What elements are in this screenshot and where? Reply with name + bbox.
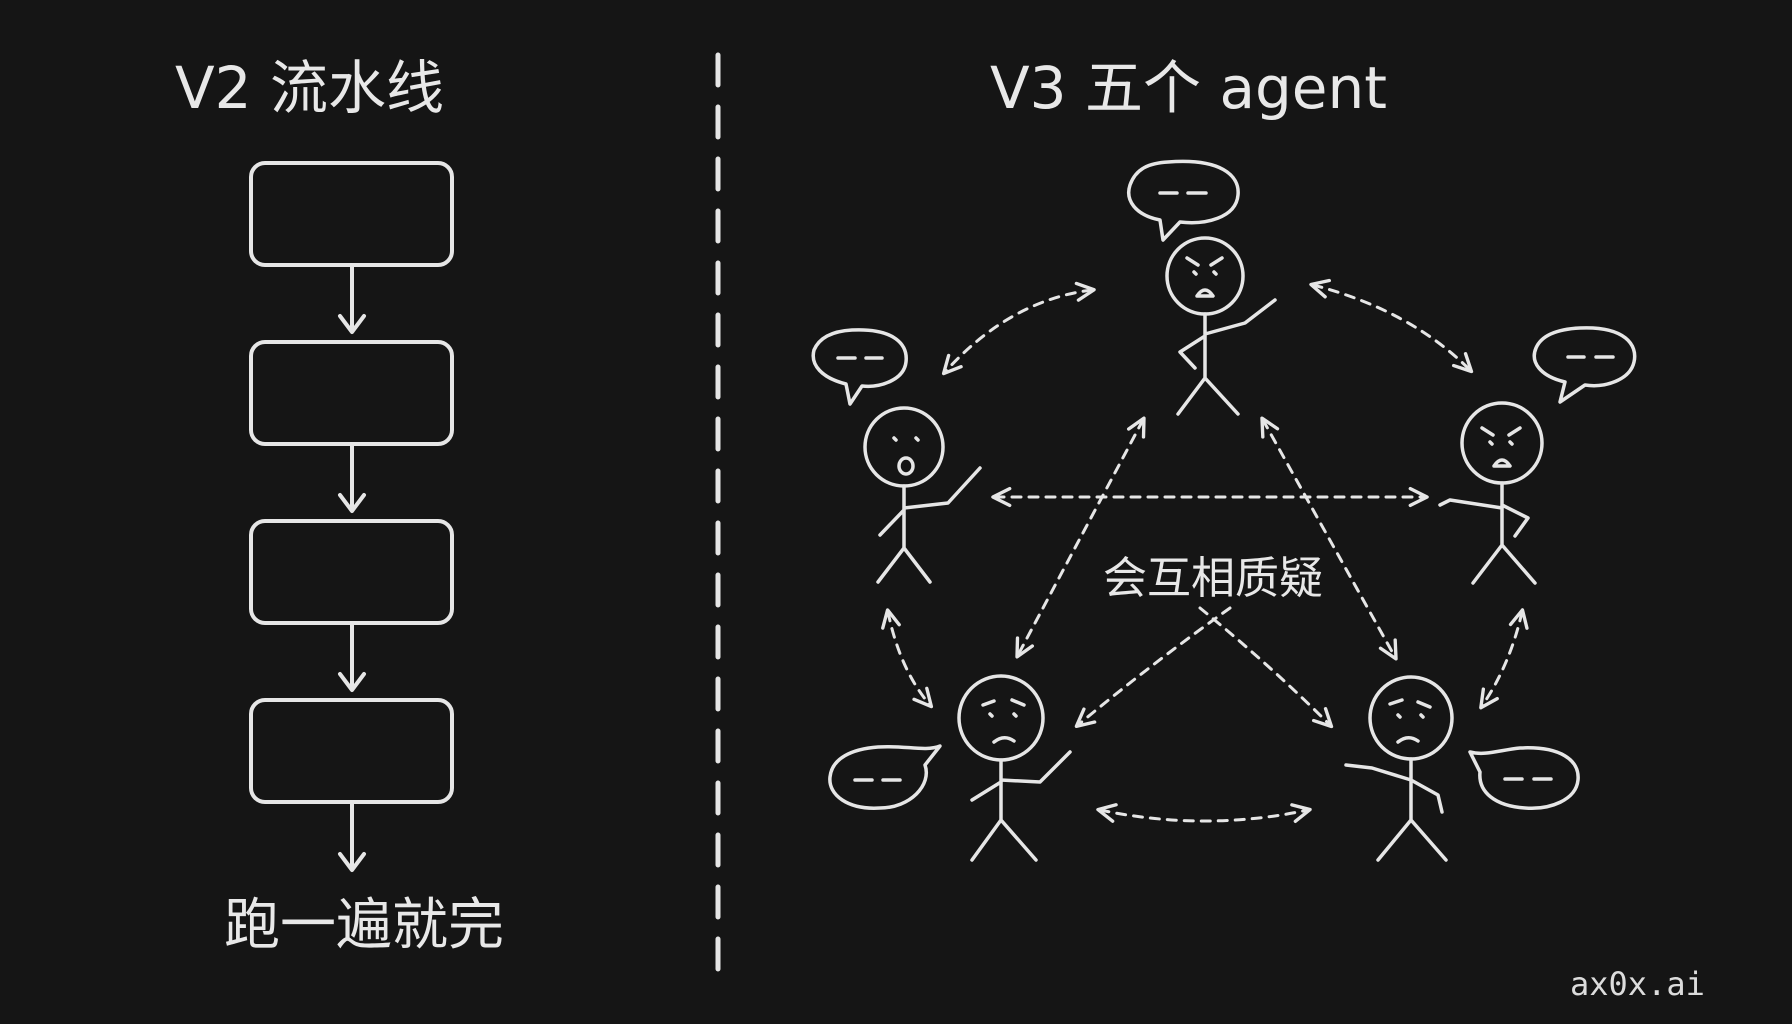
left-caption: 跑一遍就完 (224, 893, 504, 958)
agent-top (1127, 159, 1277, 416)
speech-bubble (811, 328, 908, 406)
arrow-top-right (1309, 278, 1474, 374)
agent-head (1165, 236, 1245, 316)
agent-head (1368, 675, 1454, 761)
pipeline-arrow-1 (338, 264, 366, 334)
arrow-top-bottomleft (1015, 416, 1146, 659)
agent-arrows (881, 278, 1529, 823)
agent-right (1438, 326, 1637, 585)
pipeline-arrow-2 (338, 443, 366, 513)
pipeline-step-2 (249, 340, 454, 446)
speech-bubble (1468, 746, 1580, 810)
agent-head (1460, 401, 1544, 485)
agent-body (1344, 757, 1448, 862)
speech-bubble (1127, 159, 1240, 242)
pipeline-arrow-3 (338, 622, 366, 692)
agent-bottom-left (828, 674, 1072, 862)
agent-face (892, 436, 920, 476)
arrow-bottom-pair (1096, 803, 1312, 823)
pipeline-step-4 (249, 698, 454, 804)
agent-left (811, 328, 982, 584)
agent-face (1388, 698, 1432, 744)
watermark: ax0x.ai (1570, 965, 1705, 1003)
agent-face (1185, 256, 1224, 298)
right-title: V3 五个 agent (990, 54, 1387, 122)
agent-head (957, 674, 1045, 762)
left-title: V2 流水线 (175, 54, 444, 122)
pipeline-step-3 (249, 519, 454, 625)
agent-face (1480, 426, 1522, 468)
agent-face (981, 698, 1026, 744)
agent-body (970, 750, 1072, 862)
arrow-top-left (941, 281, 1096, 376)
arrow-left-bottomleft (881, 608, 934, 709)
arrow-right-bottomright (1479, 608, 1529, 710)
pipeline-arrow-4 (338, 801, 366, 872)
agent-bottom-right (1344, 675, 1580, 862)
agent-body (876, 466, 982, 584)
arrow-center-bottomleft (1074, 606, 1232, 729)
agent-body (1176, 298, 1277, 416)
speech-bubble (1532, 326, 1637, 404)
pipeline (249, 161, 454, 872)
agent-body (1438, 481, 1537, 585)
speech-bubble (828, 744, 942, 810)
pipeline-step-1 (249, 161, 454, 267)
center-label: 会互相质疑 (1103, 553, 1323, 604)
arrow-center-bottomright (1198, 606, 1334, 729)
arrow-top-bottomright (1260, 416, 1398, 661)
